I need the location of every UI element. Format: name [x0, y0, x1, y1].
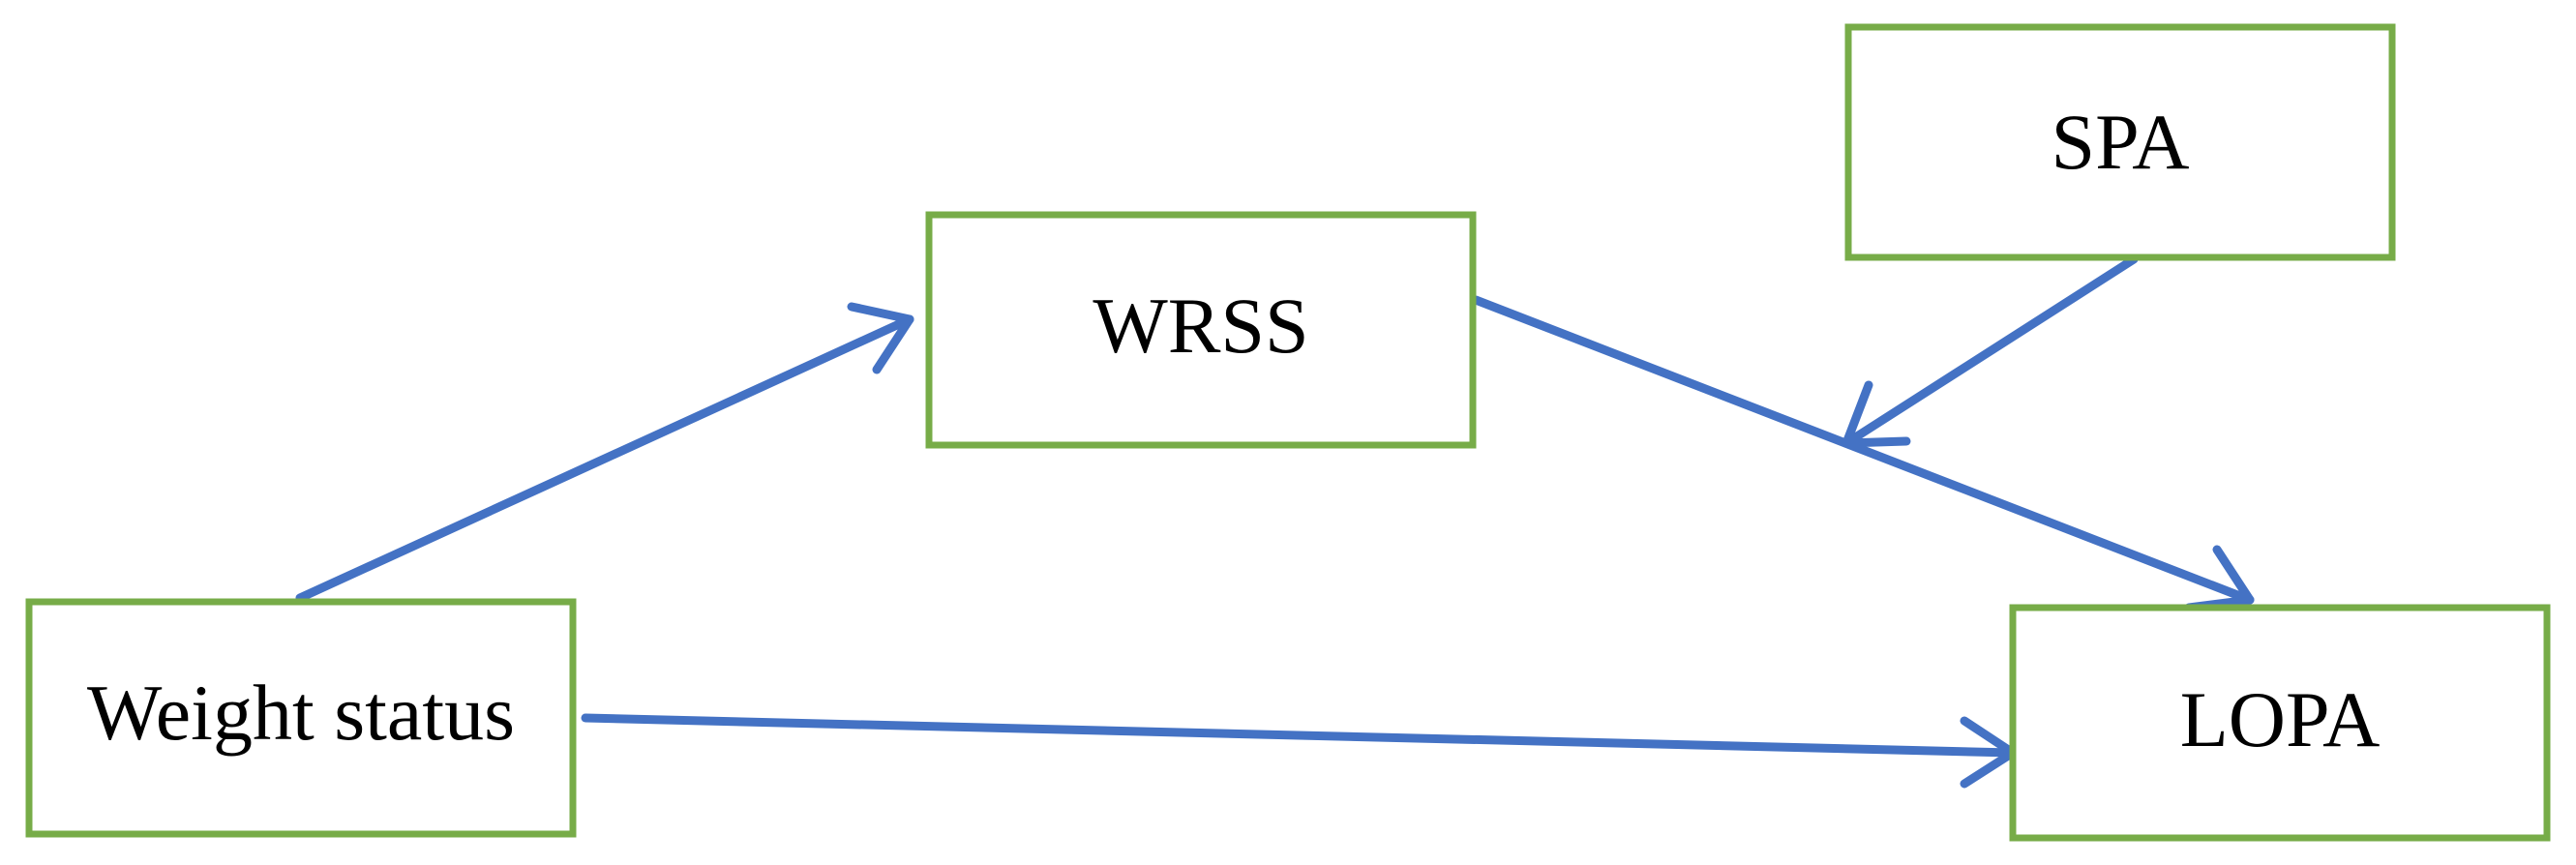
- node-lopa: LOPA: [2009, 604, 2551, 842]
- edge-spa-moderates-wrss-lopa: [1842, 254, 2139, 448]
- edge-weight-status-to-lopa: [581, 713, 2018, 789]
- node-wrss: WRSS: [925, 211, 1477, 449]
- node-label-wrss: WRSS: [1093, 282, 1308, 370]
- edge-weight-status-to-wrss: [295, 302, 914, 603]
- node-label-lopa: LOPA: [2180, 675, 2381, 763]
- node-label-weight-status: Weight status: [87, 669, 515, 757]
- node-spa: SPA: [1844, 23, 2396, 261]
- node-label-spa: SPA: [2052, 98, 2190, 186]
- node-weight-status: Weight status: [25, 598, 577, 838]
- edge-wrss-to-lopa: [1471, 295, 2255, 612]
